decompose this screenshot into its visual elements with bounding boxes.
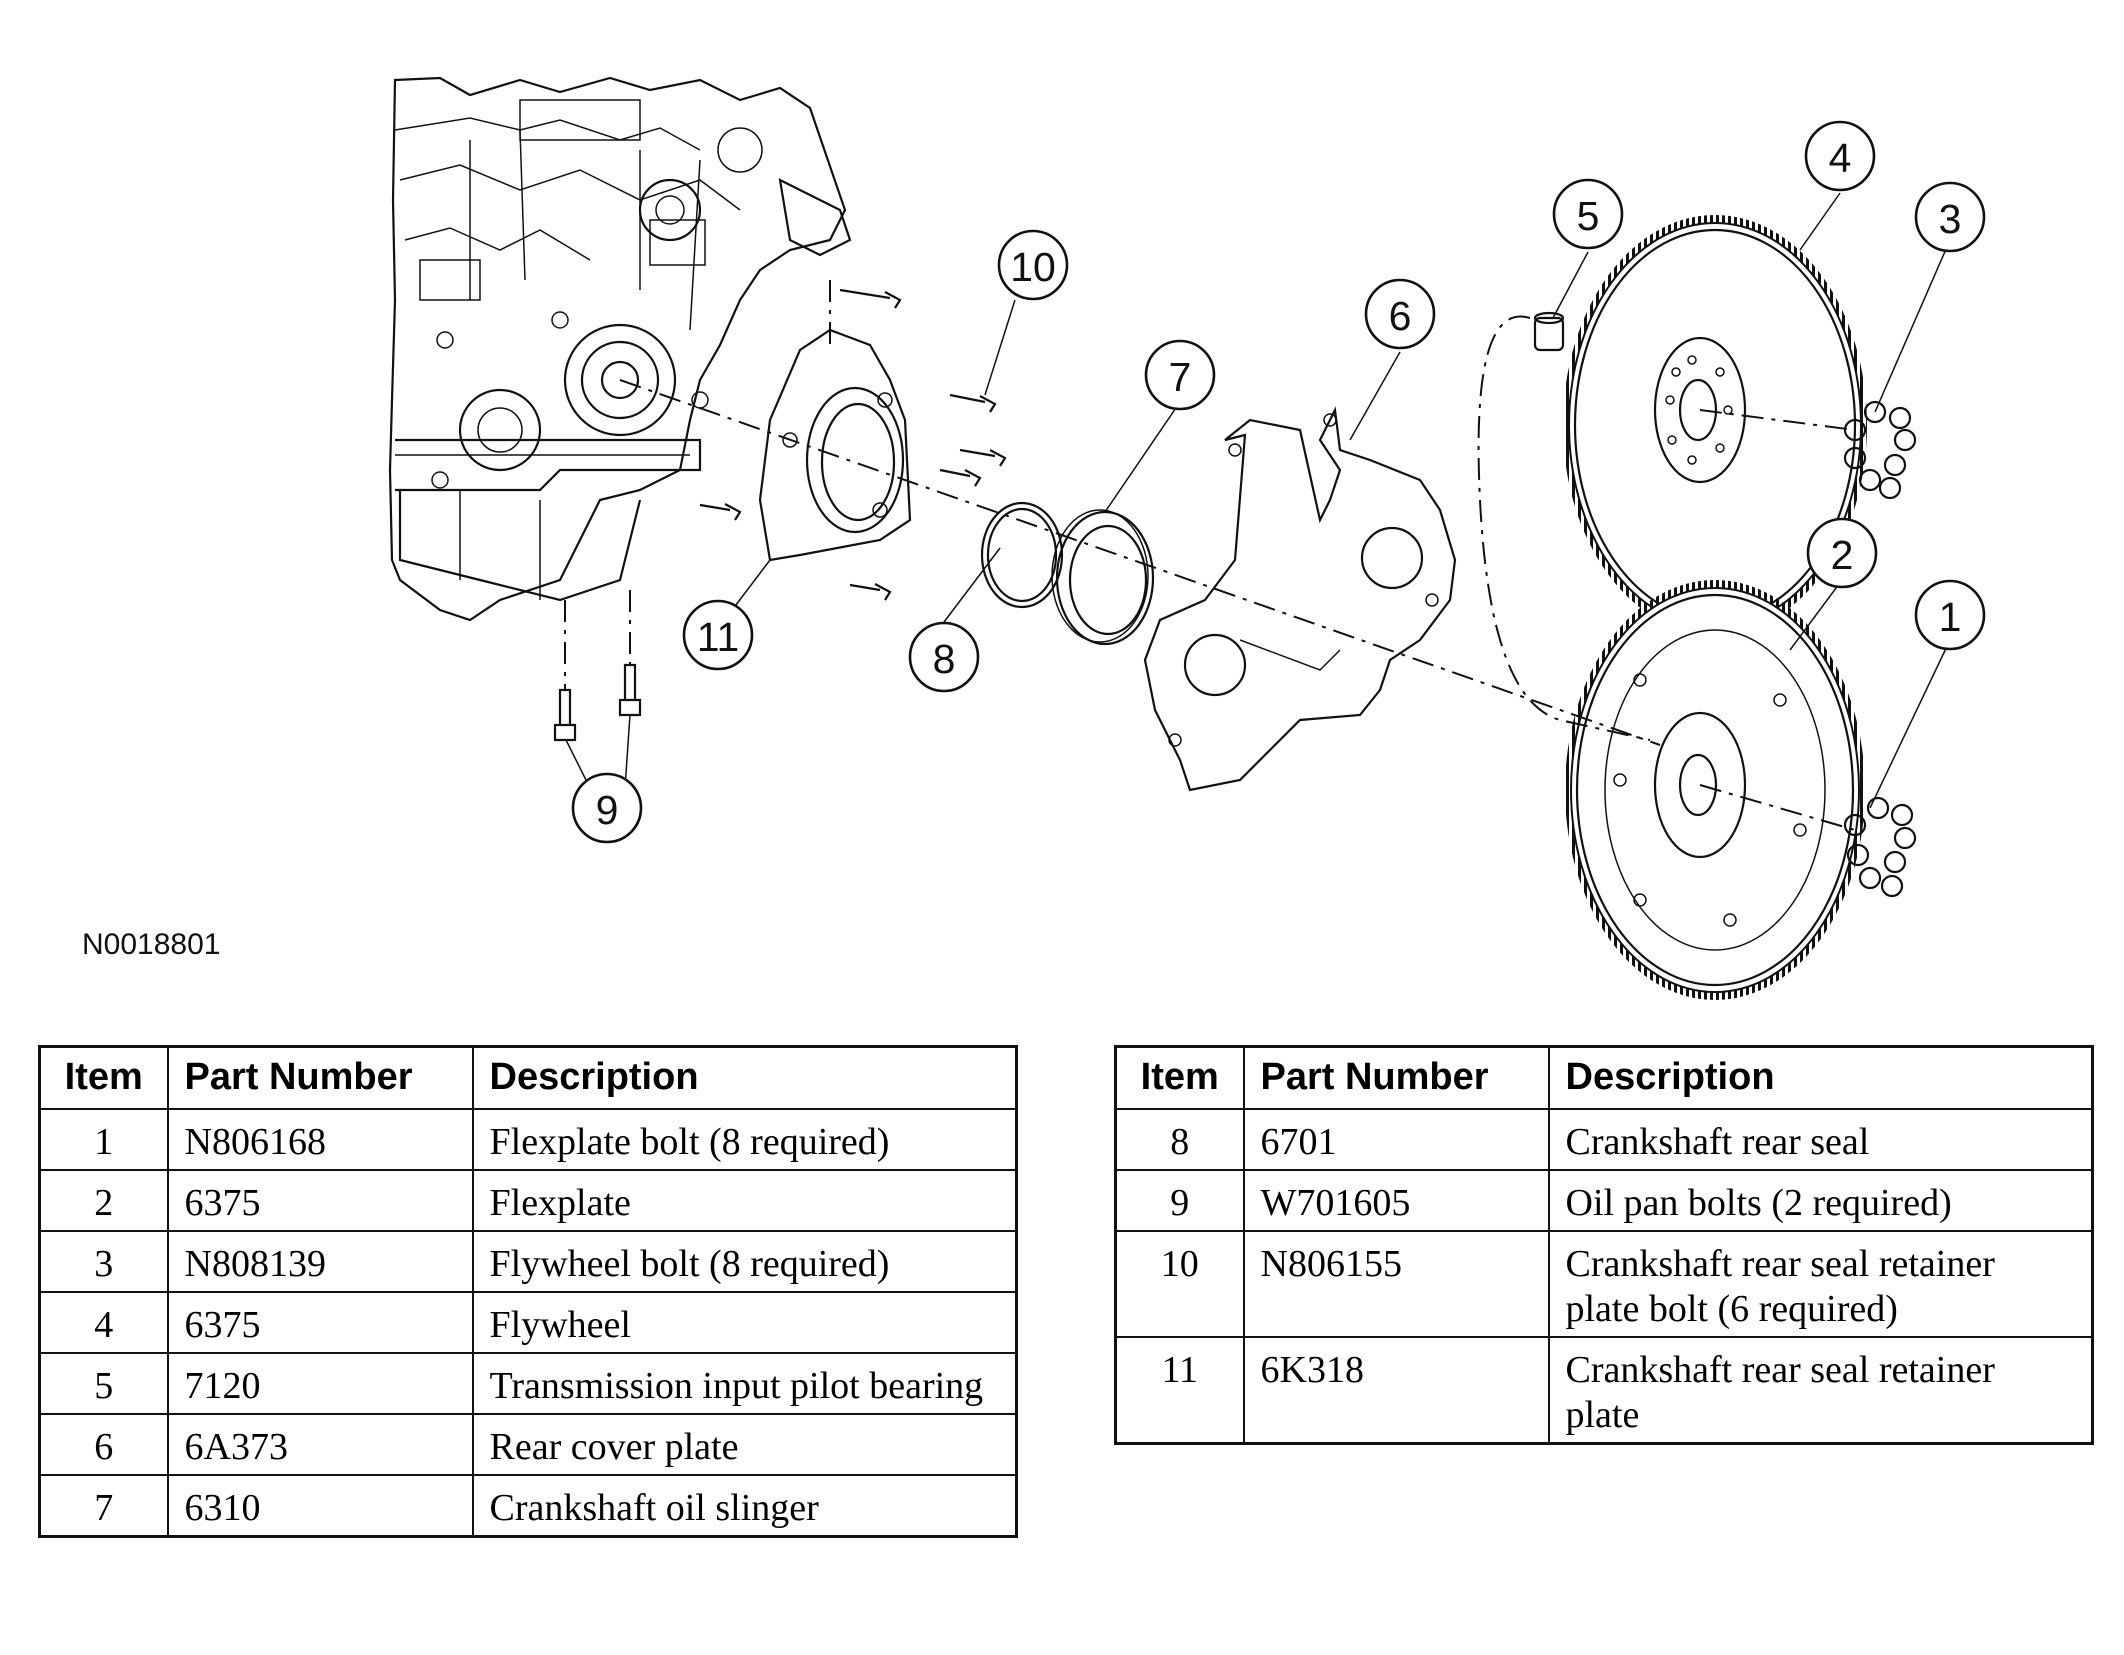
assembly-centerlines (619, 280, 1856, 831)
table-row: 10 N806155 Crankshaft rear seal retainer… (1114, 1230, 2094, 1338)
item-cell: 10 (1114, 1230, 1245, 1338)
callout-2: 2 (1806, 517, 1878, 589)
description-cell: Crankshaft oil slinger (471, 1474, 1018, 1538)
description-cell: Crankshaft rear seal retainer plate bolt… (1547, 1230, 2094, 1338)
description-cell: Flywheel bolt (8 required) (471, 1230, 1018, 1293)
part-number-cell: 6310 (166, 1474, 474, 1538)
retainer-plate-bolts (699, 288, 1007, 601)
svg-text:6: 6 (1389, 293, 1412, 339)
svg-text:8: 8 (933, 636, 956, 682)
item-cell: 1 (38, 1108, 169, 1171)
parts-table-left: Item Part Number Description 1 N806168 F… (38, 1045, 1018, 1538)
header-item: Item (1114, 1045, 1245, 1110)
table-row: 3 N808139 Flywheel bolt (8 required) (38, 1230, 1018, 1293)
svg-text:10: 10 (1010, 244, 1056, 290)
table-header-row: Item Part Number Description (1114, 1045, 2094, 1110)
flywheel-bolts (1843, 400, 1917, 500)
part-number-cell: W701605 (1242, 1169, 1550, 1232)
description-cell: Oil pan bolts (2 required) (1547, 1169, 2094, 1232)
item-cell: 6 (38, 1413, 169, 1476)
transmission-pilot-bearing (1533, 311, 1565, 352)
description-cell: Rear cover plate (471, 1413, 1018, 1476)
header-part-number: Part Number (1242, 1045, 1550, 1110)
crankshaft-rear-seal (980, 501, 1064, 609)
svg-text:11: 11 (697, 614, 740, 660)
rear-cover-plate (1143, 406, 1457, 792)
svg-text:5: 5 (1577, 193, 1600, 239)
rear-seal-retainer-plate (758, 328, 912, 562)
item-cell: 9 (1114, 1169, 1245, 1232)
table-row: 7 6310 Crankshaft oil slinger (38, 1474, 1018, 1538)
engine-block (388, 76, 852, 622)
description-cell: Flexplate bolt (8 required) (471, 1108, 1018, 1171)
oil-pan-bolts (553, 590, 642, 742)
callout-7: 7 (1144, 339, 1216, 411)
callout-11: 11 (682, 599, 754, 671)
callout-3: 3 (1914, 181, 1986, 253)
part-number-cell: 6K318 (1242, 1336, 1550, 1445)
callout-1: 1 (1914, 579, 1986, 651)
svg-text:7: 7 (1169, 354, 1192, 400)
table-row: 11 6K318 Crankshaft rear seal retainer p… (1114, 1336, 2094, 1445)
item-cell: 4 (38, 1291, 169, 1354)
callout-6: 6 (1364, 278, 1436, 350)
item-cell: 5 (38, 1352, 169, 1415)
description-cell: Transmission input pilot bearing (471, 1352, 1018, 1415)
svg-text:1: 1 (1939, 594, 1962, 640)
part-number-cell: 6701 (1242, 1108, 1550, 1171)
callout-9: 9 (571, 772, 643, 844)
figure-id: N0018801 (82, 928, 221, 961)
crankshaft-oil-slinger (1051, 509, 1155, 646)
callout-5: 5 (1552, 178, 1624, 250)
part-number-cell: N806168 (166, 1108, 474, 1171)
item-cell: 8 (1114, 1108, 1245, 1171)
flywheel (1563, 215, 1867, 635)
item-cell: 3 (38, 1230, 169, 1293)
table-row: 2 6375 Flexplate (38, 1169, 1018, 1232)
parts-table-right: Item Part Number Description 8 6701 Cran… (1114, 1045, 2094, 1445)
callout-8: 8 (908, 621, 980, 693)
part-number-cell: N808139 (166, 1230, 474, 1293)
part-number-cell: N806155 (1242, 1230, 1550, 1338)
header-description: Description (1547, 1045, 2094, 1110)
table-row: 1 N806168 Flexplate bolt (8 required) (38, 1108, 1018, 1171)
item-cell: 2 (38, 1169, 169, 1232)
header-description: Description (471, 1045, 1018, 1110)
table-row: 4 6375 Flywheel (38, 1291, 1018, 1354)
svg-text:4: 4 (1829, 135, 1852, 181)
callout-10: 10 (997, 229, 1069, 301)
svg-text:3: 3 (1939, 196, 1962, 242)
svg-text:2: 2 (1831, 532, 1854, 578)
table-row: 5 7120 Transmission input pilot bearing (38, 1352, 1018, 1415)
part-number-cell: 7120 (166, 1352, 474, 1415)
header-item: Item (38, 1045, 169, 1110)
flexplate-bolts (1843, 796, 1917, 898)
description-cell: Crankshaft rear seal (1547, 1108, 2094, 1171)
item-cell: 7 (38, 1474, 169, 1538)
callout-4: 4 (1804, 120, 1876, 192)
item-cell: 11 (1114, 1336, 1245, 1445)
part-number-cell: 6375 (166, 1169, 474, 1232)
table-row: 6 6A373 Rear cover plate (38, 1413, 1018, 1476)
part-number-cell: 6375 (166, 1291, 474, 1354)
table-row: 8 6701 Crankshaft rear seal (1114, 1108, 2094, 1171)
table-row: 9 W701605 Oil pan bolts (2 required) (1114, 1169, 2094, 1232)
header-part-number: Part Number (166, 1045, 474, 1110)
part-number-cell: 6A373 (166, 1413, 474, 1476)
description-cell: Flexplate (471, 1169, 1018, 1232)
table-header-row: Item Part Number Description (38, 1045, 1018, 1110)
description-cell: Crankshaft rear seal retainer plate (1547, 1336, 2094, 1445)
description-cell: Flywheel (471, 1291, 1018, 1354)
svg-text:9: 9 (596, 787, 619, 833)
